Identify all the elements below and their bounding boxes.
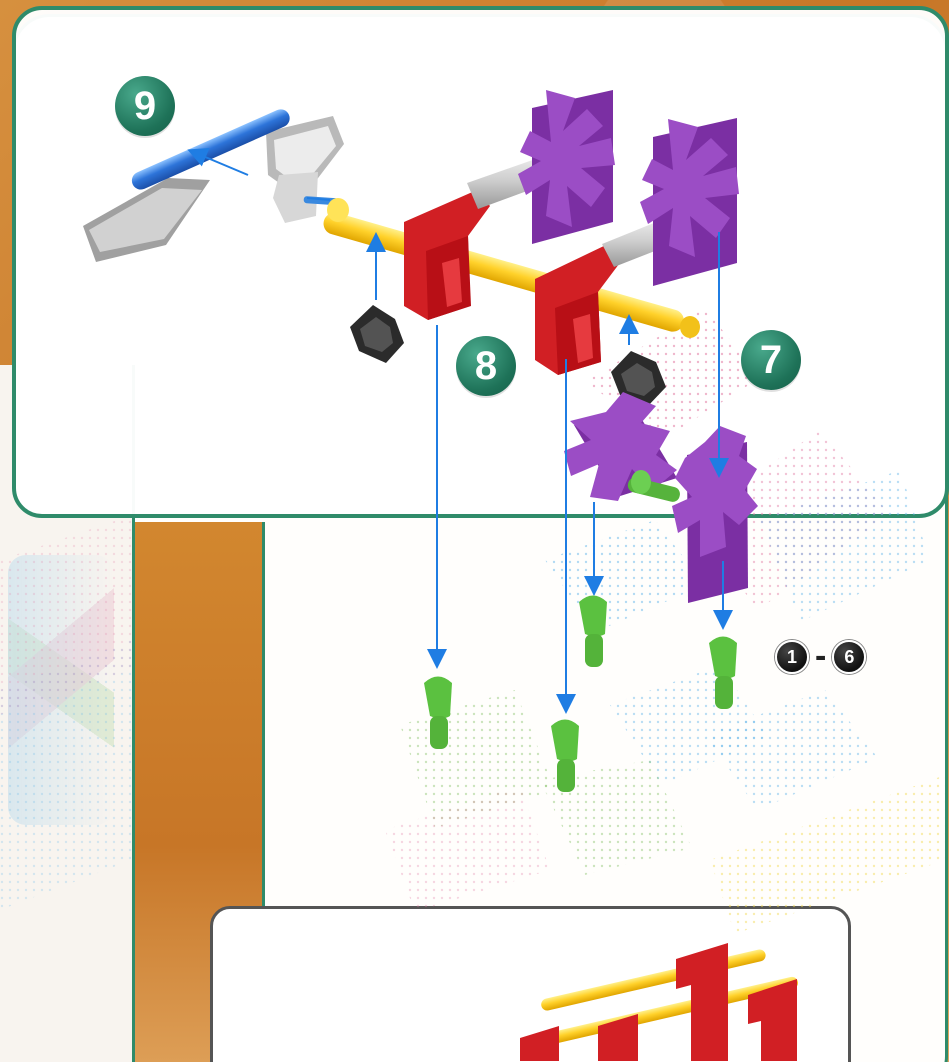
step-range-end-badge: 6 (832, 640, 866, 674)
step-range-start-badge: 1 (775, 640, 809, 674)
step-7-number: 7 (760, 338, 782, 383)
step-9-badge: 9 (115, 76, 175, 136)
purple-gear-top-right (640, 118, 739, 286)
step-9-parts (83, 106, 344, 262)
step-8-number: 8 (475, 344, 497, 389)
step-8-badge: 8 (456, 336, 516, 396)
step-range-end-number: 6 (844, 647, 854, 668)
step-7-badge: 7 (741, 330, 801, 390)
bottom-preview-model (520, 943, 799, 1061)
purple-gear-top-left (518, 90, 615, 244)
step-9-number: 9 (134, 84, 156, 129)
step-range-separator: - (815, 639, 826, 673)
faded-background-model (0, 308, 945, 934)
step-range-start-number: 1 (787, 647, 797, 668)
step-range-label: 1 - 6 (775, 637, 866, 677)
